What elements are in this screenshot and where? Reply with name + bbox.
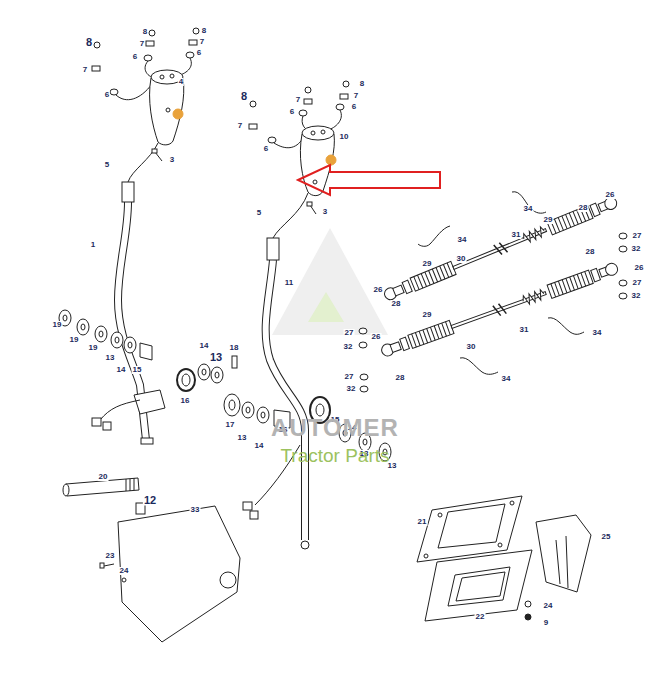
callout-number: 14 — [116, 366, 127, 374]
callout-number: 27 — [344, 373, 355, 381]
callout-number: 26 — [634, 264, 645, 272]
callout-number: 3 — [322, 208, 328, 216]
callout-number: 21 — [417, 518, 428, 526]
callout-number: 27 — [632, 232, 643, 240]
mounting-plates — [417, 496, 591, 621]
clips-and-washers — [359, 192, 627, 392]
callout-number: 13 — [105, 354, 116, 362]
callout-number: 10 — [339, 133, 350, 141]
callout-number: 13 — [209, 352, 223, 363]
callout-number: 29 — [422, 260, 433, 268]
callout-number: 8 — [240, 91, 248, 102]
watermark: Tractor Parts — [280, 446, 389, 465]
callout-number: 32 — [346, 385, 357, 393]
callout-number: 20 — [98, 473, 109, 481]
callout-number: 27 — [632, 279, 643, 287]
watermark-logo — [272, 228, 388, 335]
callout-number: 6 — [196, 49, 202, 57]
callout-number: 33 — [190, 506, 201, 514]
callout-number: 6 — [263, 145, 269, 153]
callout-number: 3 — [169, 156, 175, 164]
pivot-bracket — [63, 478, 240, 642]
callout-number: 32 — [343, 343, 354, 351]
callout-number: 27 — [344, 329, 355, 337]
callout-number: 5 — [104, 161, 110, 169]
callout-number: 9 — [543, 619, 549, 627]
callout-number: 14 — [254, 442, 265, 450]
callout-number: 7 — [139, 40, 145, 48]
callout-number: 7 — [82, 66, 88, 74]
callout-number: 11 — [284, 279, 294, 287]
callout-number: 12 — [143, 495, 157, 506]
callout-number: 24 — [119, 567, 130, 575]
callout-number: 22 — [475, 613, 486, 621]
callout-number: 34 — [523, 205, 534, 213]
callout-number: 30 — [456, 255, 467, 263]
callout-number: 19 — [69, 336, 80, 344]
callout-number: 7 — [237, 122, 243, 130]
callout-number: 29 — [543, 216, 554, 224]
callout-number: 34 — [501, 375, 512, 383]
callout-number: 16 — [180, 397, 191, 405]
callout-number: 26 — [605, 191, 616, 199]
callout-number: 17 — [225, 421, 236, 429]
callout-number: 30 — [466, 343, 477, 351]
callout-number: 7 — [199, 38, 205, 46]
callout-number: 18 — [229, 344, 240, 352]
callout-number: 34 — [457, 236, 468, 244]
callout-number: 28 — [391, 300, 402, 308]
callout-number: 5 — [256, 209, 262, 217]
callout-number: 6 — [351, 103, 357, 111]
callout-number: 34 — [592, 329, 603, 337]
callout-number: 8 — [142, 28, 148, 36]
callout-number: 4 — [178, 78, 184, 86]
callout-number: 23 — [105, 552, 116, 560]
callout-number: 28 — [585, 248, 596, 256]
callout-number: 32 — [631, 292, 642, 300]
linkage-rod — [382, 195, 619, 303]
callout-number: 28 — [395, 374, 406, 382]
callout-number: 15 — [132, 366, 143, 374]
callout-number: 6 — [104, 91, 110, 99]
callout-number: 32 — [631, 245, 642, 253]
callout-number: 7 — [353, 92, 359, 100]
callout-number: 25 — [601, 533, 612, 541]
callout-number: 6 — [289, 108, 295, 116]
linkage-rod — [380, 261, 620, 359]
pointer-arrow — [298, 165, 440, 195]
callout-number: 8 — [359, 80, 365, 88]
callout-number: 29 — [422, 311, 433, 319]
callout-number: 28 — [578, 204, 589, 212]
left-joystick — [59, 28, 290, 444]
callout-number: 1 — [90, 241, 96, 249]
right-joystick — [243, 81, 391, 549]
callout-number: 19 — [88, 344, 99, 352]
callout-number: 6 — [132, 53, 138, 61]
callout-number: 19 — [52, 321, 63, 329]
callout-number: 26 — [373, 286, 384, 294]
callout-number: 26 — [371, 333, 382, 341]
watermark: AUTOMER — [271, 416, 399, 440]
callout-number: 8 — [85, 37, 93, 48]
callout-number: 31 — [519, 326, 530, 334]
callout-number: 14 — [199, 342, 210, 350]
callout-number: 24 — [543, 602, 554, 610]
callout-number: 8 — [201, 27, 207, 35]
callout-number: 13 — [237, 434, 248, 442]
callout-number: 31 — [511, 231, 522, 239]
callout-number: 7 — [295, 96, 301, 104]
